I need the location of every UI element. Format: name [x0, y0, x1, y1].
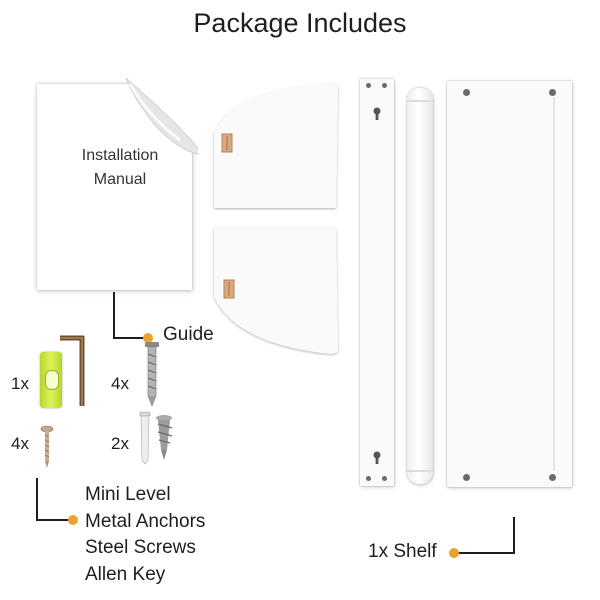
- support-rod: [407, 88, 433, 484]
- shelf-leader-horizontal: [456, 552, 515, 554]
- shelf-leader-vertical: [513, 517, 515, 554]
- page-curl-icon: [125, 78, 198, 155]
- hole-icon: [549, 89, 556, 96]
- hole-icon: [463, 89, 470, 96]
- hardware-leader-horizontal: [36, 519, 70, 521]
- hole-icon: [463, 474, 470, 481]
- guide-leader-vertical: [113, 292, 115, 338]
- hardware-item-allen-key: Allen Key: [85, 563, 166, 585]
- shelf-dot: [449, 548, 459, 558]
- shelf-panel: [447, 81, 572, 487]
- page-title: Package Includes: [193, 8, 407, 38]
- anchors-quantity: 4x: [111, 374, 129, 393]
- screw-hole-icon: [382, 476, 387, 481]
- manual-title-line1: Installation: [81, 147, 159, 164]
- wall-rail: [360, 79, 394, 486]
- hole-icon: [549, 474, 556, 481]
- shelf-label: 1x Shelf: [368, 541, 437, 562]
- keyhole-slot-icon: [373, 451, 381, 464]
- keyhole-slot-icon: [373, 107, 381, 120]
- mini-level-icon: [40, 352, 62, 408]
- guide-label: Guide: [163, 324, 214, 345]
- metal-anchor-icon: [145, 342, 159, 407]
- hardware-item-metal-anchors: Metal Anchors: [85, 510, 206, 532]
- shelf-guide-brackets: [214, 84, 338, 354]
- hardware-dot: [68, 515, 78, 525]
- hardware-item-mini-level: Mini Level: [85, 484, 171, 505]
- screws-quantity: 4x: [11, 434, 29, 453]
- screw-hole-icon: [382, 83, 387, 88]
- guide-leader-horizontal: [113, 337, 147, 339]
- manual-title: Installation Manual: [55, 144, 185, 192]
- steel-screw-icon: [40, 425, 54, 468]
- guide-bracket-top: [214, 84, 338, 208]
- level-quantity: 1x: [11, 374, 29, 393]
- hardware-leader-vertical: [36, 478, 38, 520]
- hardware-list: Mini Level Metal Anchors Steel Screws Al…: [85, 482, 205, 588]
- manual-title-line2: Manual: [93, 171, 147, 188]
- installation-manual: Installation Manual: [37, 78, 198, 290]
- screw-hole-icon: [366, 83, 371, 88]
- wall-anchors-icon: [139, 411, 173, 465]
- allen-key-icon: [60, 335, 85, 406]
- guide-dot: [143, 333, 153, 343]
- screw-hole-icon: [366, 476, 371, 481]
- guide-bracket-bottom: [214, 228, 338, 354]
- hardware-item-steel-screws: Steel Screws: [85, 537, 196, 558]
- wall-anchors-quantity: 2x: [111, 434, 129, 453]
